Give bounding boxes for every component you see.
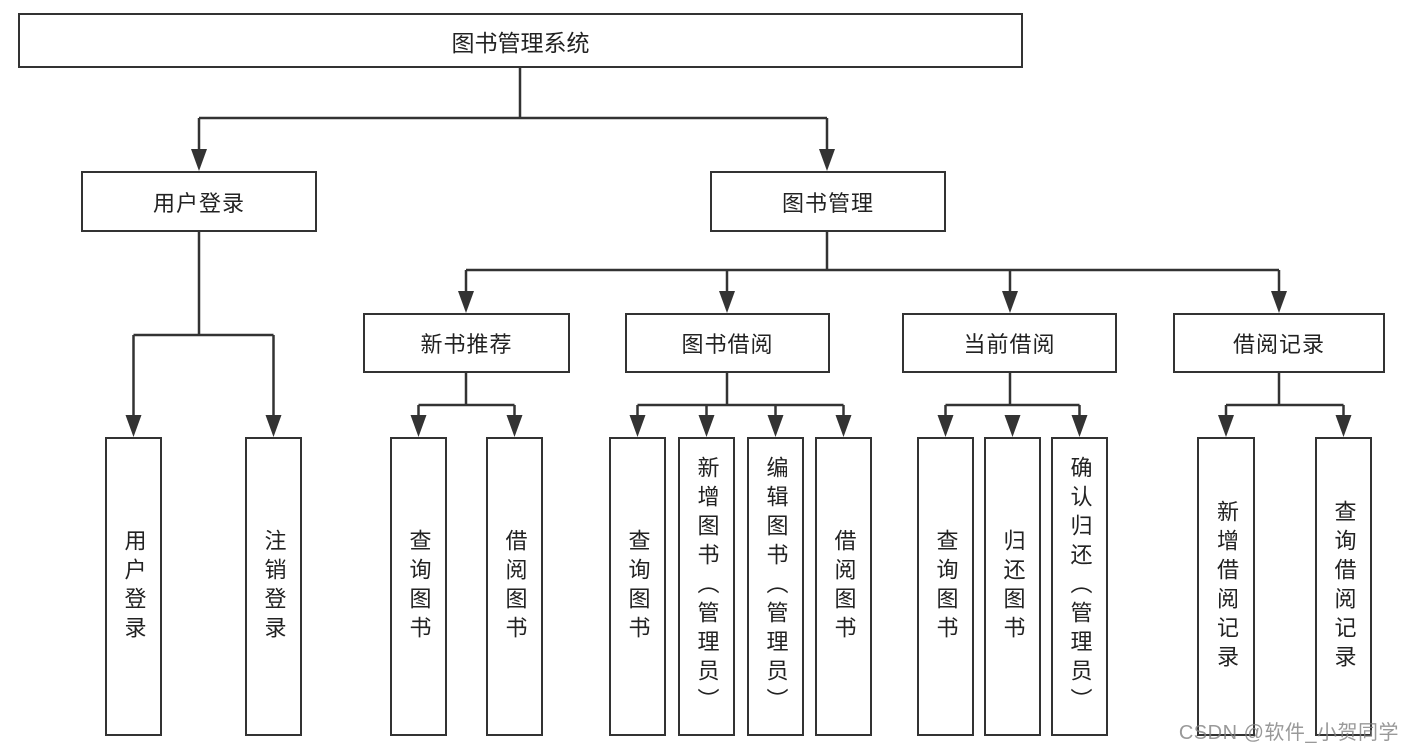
leaf-logout: 注销登录 — [245, 437, 302, 736]
leaf-add-book-label: 新增图书（管理员） — [694, 456, 720, 717]
leaf-user-login-label: 用户登录 — [121, 528, 147, 645]
leaf-add-borrow-record: 新增借阅记录 — [1197, 437, 1255, 736]
connector-bookmgmt-to-level2 — [458, 232, 1287, 313]
leaf-query-book-recommend: 查询图书 — [390, 437, 447, 736]
leaf-query-book-current-label: 查询图书 — [933, 528, 959, 645]
connector-currentborrow-to-leaves — [937, 373, 1088, 437]
leaf-add-borrow-record-label: 新增借阅记录 — [1214, 499, 1239, 674]
node-borrow-record-label: 借阅记录 — [1232, 332, 1325, 357]
leaf-borrow-book-label: 借阅图书 — [831, 528, 857, 645]
leaf-query-borrow-record-label: 查询借阅记录 — [1331, 499, 1357, 674]
leaf-add-book: 新增图书（管理员） — [678, 437, 735, 736]
node-book-borrow: 图书借阅 — [625, 313, 830, 373]
connector-newbook-to-leaves — [410, 373, 523, 437]
node-root-label: 图书管理系统 — [451, 29, 590, 56]
leaf-borrow-book-recommend-label: 借阅图书 — [502, 528, 528, 645]
leaf-edit-book-label: 编辑图书（管理员） — [763, 456, 789, 717]
node-user-login: 用户登录 — [81, 171, 317, 232]
node-current-borrow: 当前借阅 — [902, 313, 1117, 373]
node-current-borrow-label: 当前借阅 — [963, 332, 1056, 357]
node-book-borrow-label: 图书借阅 — [681, 332, 774, 357]
node-new-book-recommend: 新书推荐 — [363, 313, 570, 373]
connector-root-to-branches — [191, 68, 835, 171]
connector-userlogin-to-leaves — [125, 232, 282, 437]
leaf-borrow-book: 借阅图书 — [815, 437, 872, 736]
node-book-management-label: 图书管理 — [781, 190, 874, 216]
leaf-query-book-recommend-label: 查询图书 — [406, 528, 432, 645]
leaf-return-book: 归还图书 — [984, 437, 1041, 736]
node-book-management: 图书管理 — [710, 171, 946, 232]
connector-bookborrow-to-leaves — [629, 373, 852, 437]
leaf-edit-book: 编辑图书（管理员） — [747, 437, 804, 736]
leaf-confirm-return-label: 确认归还（管理员） — [1067, 456, 1093, 717]
node-root: 图书管理系统 — [18, 13, 1023, 68]
leaf-borrow-book-recommend: 借阅图书 — [486, 437, 543, 736]
leaf-confirm-return: 确认归还（管理员） — [1051, 437, 1108, 736]
node-new-book-recommend-label: 新书推荐 — [420, 332, 513, 357]
leaf-query-book-borrow-label: 查询图书 — [625, 528, 651, 645]
leaf-query-book-current: 查询图书 — [917, 437, 974, 736]
leaf-user-login: 用户登录 — [105, 437, 162, 736]
leaf-query-borrow-record: 查询借阅记录 — [1315, 437, 1372, 736]
leaf-return-book-label: 归还图书 — [1000, 528, 1026, 645]
connector-borrowrecord-to-leaves — [1218, 373, 1352, 437]
node-borrow-record: 借阅记录 — [1173, 313, 1385, 373]
leaf-query-book-borrow: 查询图书 — [609, 437, 666, 736]
node-user-login-label: 用户登录 — [152, 190, 245, 216]
leaf-logout-label: 注销登录 — [261, 528, 287, 645]
